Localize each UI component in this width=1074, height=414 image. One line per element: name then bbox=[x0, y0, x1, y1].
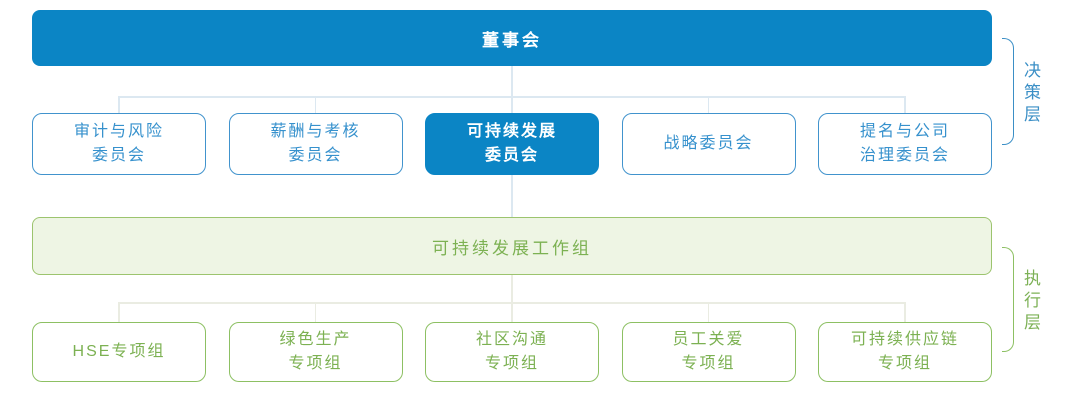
connector-drop-committee-1 bbox=[118, 96, 120, 113]
connector-committee-to-working-group bbox=[511, 175, 513, 217]
taskgroup-node-community-communication: 社区沟通 专项组 bbox=[425, 322, 599, 382]
board-node: 董事会 bbox=[32, 10, 992, 66]
committees-row: 审计与风险 委员会 薪酬与考核 委员会 可持续发展 委员会 战略委员会 提名与公… bbox=[32, 113, 992, 175]
committee-node-nomination-governance: 提名与公司 治理委员会 bbox=[818, 113, 992, 175]
connector-drop-taskgroup-3 bbox=[511, 302, 513, 322]
connector-drop-taskgroup-2 bbox=[314, 302, 317, 322]
committee-node-sustainable-development: 可持续发展 委员会 bbox=[425, 113, 599, 175]
decision-layer-label: 决策层 bbox=[1021, 61, 1040, 127]
connector-drop-committee-3 bbox=[511, 96, 513, 113]
connector-drop-committee-4 bbox=[707, 96, 710, 113]
connector-drop-taskgroup-4 bbox=[707, 302, 710, 322]
decision-layer-bracket bbox=[1002, 38, 1014, 145]
working-group-node: 可持续发展工作组 bbox=[32, 217, 992, 275]
connector-board-stem bbox=[511, 66, 513, 96]
connector-working-group-stem bbox=[511, 275, 513, 302]
connector-drop-taskgroup-5 bbox=[904, 302, 906, 322]
committee-node-audit-risk: 审计与风险 委员会 bbox=[32, 113, 206, 175]
taskgroup-node-employee-care: 员工关爱 专项组 bbox=[621, 322, 796, 382]
execution-layer-label: 执行层 bbox=[1021, 269, 1040, 335]
committee-node-strategy: 战略委员会 bbox=[621, 113, 796, 175]
taskgroup-node-sustainable-supply-chain: 可持续供应链 专项组 bbox=[818, 322, 992, 382]
taskgroup-node-green-production: 绿色生产 专项组 bbox=[228, 322, 403, 382]
connector-drop-committee-5 bbox=[904, 96, 906, 113]
connector-drop-committee-2 bbox=[314, 96, 317, 113]
connector-drop-taskgroup-1 bbox=[118, 302, 120, 322]
taskgroups-row: HSE专项组 绿色生产 专项组 社区沟通 专项组 员工关爱 专项组 可持续供应链… bbox=[32, 322, 992, 382]
committee-node-compensation-assessment: 薪酬与考核 委员会 bbox=[228, 113, 403, 175]
execution-layer-bracket bbox=[1002, 247, 1014, 352]
taskgroup-node-hse: HSE专项组 bbox=[32, 322, 206, 382]
